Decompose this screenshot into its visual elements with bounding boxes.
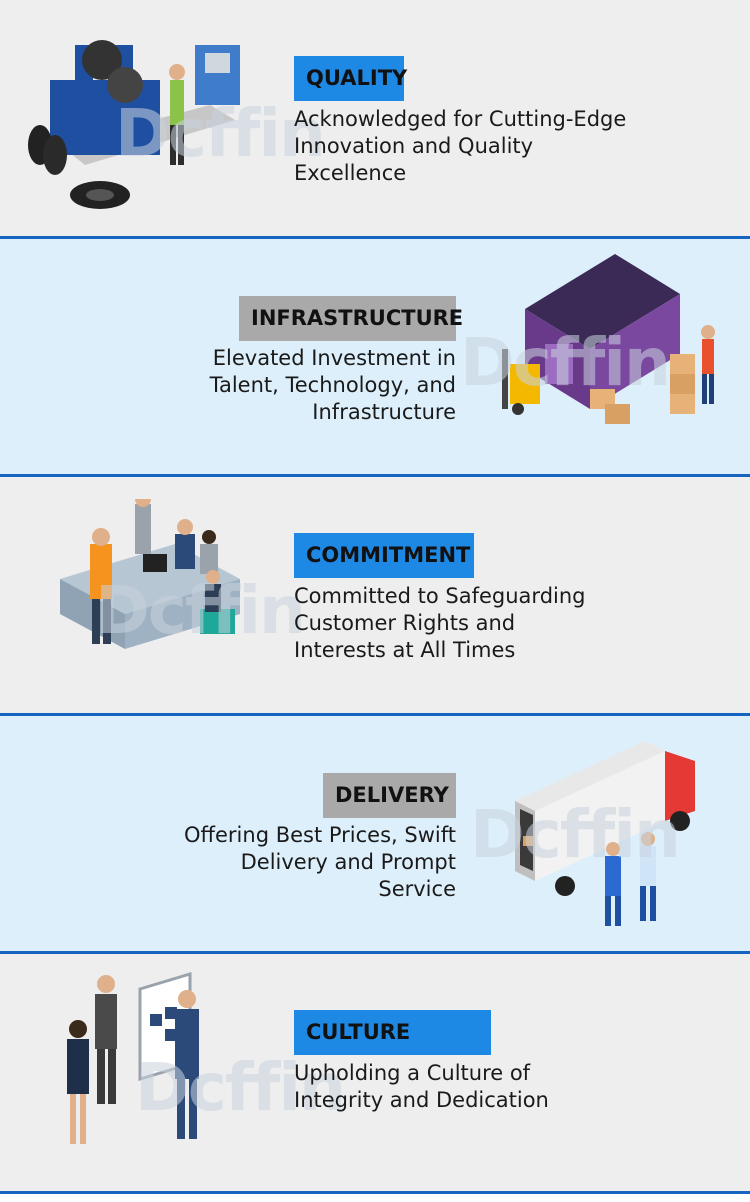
watermark-text: Dcffin bbox=[135, 1049, 346, 1126]
section-title-commitment: COMMITMENT bbox=[294, 533, 474, 578]
watermark-text: Dcffin bbox=[115, 95, 326, 172]
presentation-board-icon bbox=[67, 971, 199, 1144]
section-title-culture: CULTURE bbox=[294, 1010, 491, 1055]
section-title-infrastructure: INFRASTRUCTURE bbox=[239, 296, 463, 341]
section-title-delivery: DELIVERY bbox=[323, 773, 456, 818]
section-infrastructure: Dcffin INFRASTRUCTURE Elevated Investmen… bbox=[0, 239, 750, 477]
watermark-text: Dcffin bbox=[95, 572, 306, 649]
section-quality: Dcffin QUALITY Acknowledged for Cutting-… bbox=[0, 0, 750, 239]
tire-machine-worker-icon bbox=[28, 40, 240, 209]
delivery-truck-icon bbox=[515, 741, 695, 926]
watermark-text: Dcffin bbox=[460, 324, 671, 401]
warehouse-forklift-icon bbox=[502, 254, 715, 424]
section-commitment: Dcffin COMMITMENT Committed to Safeguard… bbox=[0, 477, 750, 716]
team-meeting-icon bbox=[60, 499, 240, 649]
watermark-text: Dcffin bbox=[470, 796, 681, 873]
section-delivery: Dcffin DELIVERY Offering Best Prices, Sw… bbox=[0, 716, 750, 954]
section-title-quality: QUALITY bbox=[294, 56, 407, 101]
